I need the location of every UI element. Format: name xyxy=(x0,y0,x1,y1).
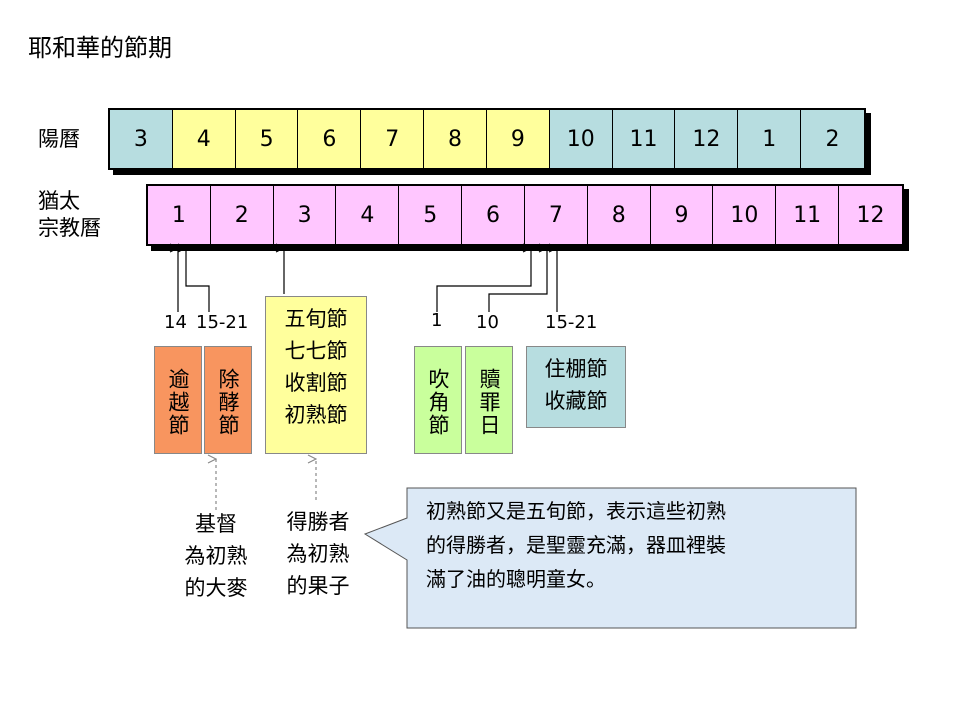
feast-passover-label: 逾越節 xyxy=(166,367,190,437)
jewish-month-10: 10 xyxy=(713,186,777,244)
feast-tabernacles-box: 住棚節 收藏節 xyxy=(526,346,626,428)
caption-christ-first-fruits: 基督 為初熟 的大麥 xyxy=(166,508,266,604)
feast-passover-box: 逾越節 xyxy=(154,346,202,454)
jewish-month-6: 6 xyxy=(462,186,525,244)
solar-month-7: 9 xyxy=(486,110,550,168)
feast-unleavened-box: 除酵節 xyxy=(204,346,252,454)
feast-atonement-label: 贖罪日 xyxy=(477,367,501,437)
feast-pentecost-name-4: 初熟節 xyxy=(284,403,348,427)
jewish-month-9: 9 xyxy=(650,186,714,244)
solar-month-1: 3 xyxy=(110,110,173,168)
jewish-month-2: 2 xyxy=(210,186,274,244)
feast-unleavened-label: 除酵節 xyxy=(216,367,240,437)
jewish-month-1: 1 xyxy=(148,186,211,244)
callout-line3: 滿了油的聰明童女。 xyxy=(426,567,606,591)
feast-trumpets-label: 吹角節 xyxy=(426,367,450,437)
solar-month-12: 2 xyxy=(801,110,864,168)
jewish-label-line1: 猶太 xyxy=(38,189,80,213)
arrow-unleavened xyxy=(186,248,210,312)
jewish-month-7: 7 xyxy=(524,186,588,244)
feast-atonement-box: 贖罪日 xyxy=(465,346,513,454)
jewish-month-8: 8 xyxy=(587,186,651,244)
caption-christ-line1: 基督 xyxy=(195,512,237,536)
arrow-atonement xyxy=(488,248,547,312)
callout-line2: 的得勝者，是聖靈充滿，器皿裡裝 xyxy=(426,533,726,557)
solar-month-11: 1 xyxy=(738,110,802,168)
feast-pentecost-name-3: 收割節 xyxy=(284,371,348,395)
callout-bubble xyxy=(363,487,857,629)
date-tabernacles: 15-21 xyxy=(545,312,598,333)
solar-month-5: 7 xyxy=(361,110,425,168)
jewish-label-line2: 宗教曆 xyxy=(38,216,101,240)
caption-overcomers-first-fruits: 得勝者 為初熟 的果子 xyxy=(268,506,368,602)
feast-pentecost-name-2: 七七節 xyxy=(284,339,348,363)
jewish-month-4: 4 xyxy=(336,186,400,244)
callout-line1: 初熟節又是五旬節，表示這些初熟 xyxy=(426,499,726,523)
caption-christ-line2: 為初熟 xyxy=(184,544,248,568)
feast-pentecost-name-1: 五旬節 xyxy=(284,307,348,331)
date-passover: 14 xyxy=(164,312,187,333)
date-trumpets: 1 xyxy=(431,310,443,331)
caption-overcomers-line1: 得勝者 xyxy=(286,510,350,534)
jewish-calendar-label: 猶太 宗教曆 xyxy=(38,188,101,242)
jewish-month-3: 3 xyxy=(273,186,337,244)
caption-overcomers-line2: 為初熟 xyxy=(286,542,350,566)
solar-month-6: 8 xyxy=(424,110,487,168)
solar-month-10: 12 xyxy=(675,110,739,168)
callout-text: 初熟節又是五旬節，表示這些初熟 的得勝者，是聖靈充滿，器皿裡裝 滿了油的聰明童女… xyxy=(414,494,862,596)
feast-tabernacles-name-1: 住棚節 xyxy=(544,357,608,381)
jewish-month-12: 12 xyxy=(839,186,902,244)
date-atonement: 10 xyxy=(476,312,499,333)
jewish-month-5: 5 xyxy=(399,186,463,244)
solar-month-4: 6 xyxy=(298,110,362,168)
solar-month-2: 4 xyxy=(172,110,236,168)
page-title: 耶和華的節期 xyxy=(28,34,172,62)
feast-trumpets-box: 吹角節 xyxy=(414,346,462,454)
solar-month-8: 10 xyxy=(549,110,613,168)
jewish-month-11: 11 xyxy=(776,186,840,244)
caption-christ-line3: 的大麥 xyxy=(184,576,248,600)
caption-overcomers-line3: 的果子 xyxy=(286,574,350,598)
solar-month-3: 5 xyxy=(235,110,299,168)
solar-month-9: 11 xyxy=(612,110,676,168)
arrow-trumpets xyxy=(436,248,531,312)
date-unleavened: 15-21 xyxy=(196,312,249,333)
feast-tabernacles-name-2: 收藏節 xyxy=(544,389,608,413)
solar-calendar-label: 陽曆 xyxy=(38,127,80,151)
feast-pentecost-box: 五旬節 七七節 收割節 初熟節 xyxy=(265,296,367,454)
